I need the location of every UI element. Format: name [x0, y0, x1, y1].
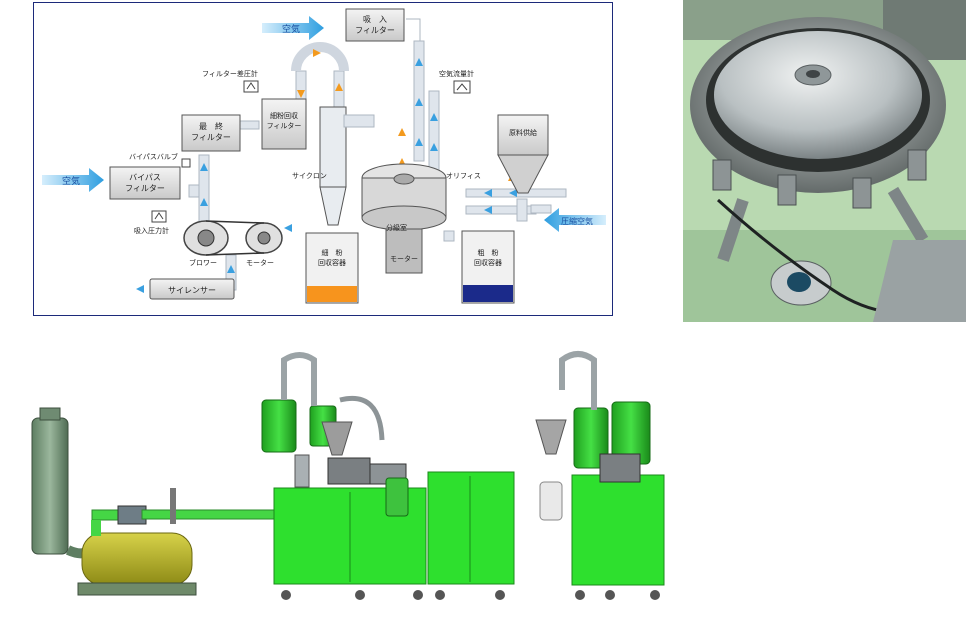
classifier-photo-illustration — [683, 0, 966, 322]
main-machine-side — [535, 351, 665, 600]
blue-flow-arrows — [200, 58, 517, 273]
air-inlet-arrow-top — [262, 16, 324, 40]
intake-filter-box — [345, 8, 405, 42]
flow-diagram: 空気 空気 圧縮空気 吸 入フィルター 空気流量計 フィルター差圧計 細粉回収フ… — [42, 8, 606, 304]
blower-silencer-unit — [31, 407, 275, 596]
silencer-label: サイレンサー — [168, 286, 216, 295]
bypass-filter-box — [109, 166, 181, 200]
silencer-box — [149, 278, 235, 300]
machine-elevation-drawing — [31, 351, 665, 600]
classifier-lid — [714, 31, 922, 159]
raw-feed-hopper — [497, 114, 549, 194]
bypass-valve-label: バイパスバルブ — [129, 152, 178, 161]
machine-elevation-views — [0, 330, 700, 613]
air-left-label: 空気 — [62, 175, 80, 187]
final-filter-label: 最 終フィルター — [191, 121, 231, 142]
classifier-chamber — [361, 163, 447, 274]
cyclone-label: サイクロン — [292, 172, 327, 180]
fine-filter-label: 細粉回収フィルター — [267, 111, 302, 130]
air-top-label: 空気 — [282, 23, 300, 35]
air-inlet-arrow-left — [42, 168, 104, 192]
flow-diagram-panel: 空気 空気 圧縮空気 吸 入フィルター 空気流量計 フィルター差圧計 細粉回収フ… — [33, 2, 613, 316]
classifier-photo — [683, 0, 966, 322]
fine-filter-box — [261, 98, 307, 150]
filter-dp-gauge — [243, 80, 259, 93]
fine-powder-fill — [307, 286, 357, 302]
filter-dp-gauge-label: フィルター差圧計 — [202, 69, 258, 78]
suction-gauge-label: 吸入圧力計 — [134, 226, 169, 235]
orifice-label: オリフィス — [446, 172, 481, 180]
coarse-powder-fill — [463, 285, 513, 302]
motor-center-label: モーター — [390, 254, 418, 263]
fine-container-label: 細 粉回収容器 — [318, 248, 346, 267]
raw-feed-label: 原料供給 — [509, 128, 537, 137]
classifier-label: 分級室 — [386, 223, 407, 232]
air-flow-meter-gauge — [453, 80, 471, 94]
main-machine-front — [261, 352, 515, 600]
suction-gauge — [151, 210, 167, 223]
blower-label: ブロワー — [189, 258, 217, 267]
compressed-air-label: 圧縮空気 — [561, 216, 593, 226]
motor-left-label: モーター — [246, 258, 274, 267]
final-filter-box — [181, 114, 241, 152]
blower-unit — [183, 220, 283, 256]
bypass-valve — [181, 158, 191, 168]
compressed-air-arrow — [544, 208, 606, 232]
intake-filter-label: 吸 入フィルター — [355, 15, 395, 35]
bypass-filter-label: バイパスフィルター — [125, 173, 165, 193]
cyclone — [319, 106, 375, 226]
air-flow-meter-label: 空気流量計 — [439, 69, 474, 78]
exhaust-arrow — [136, 285, 144, 293]
coarse-container-label: 粗 粉回収容器 — [474, 248, 502, 267]
